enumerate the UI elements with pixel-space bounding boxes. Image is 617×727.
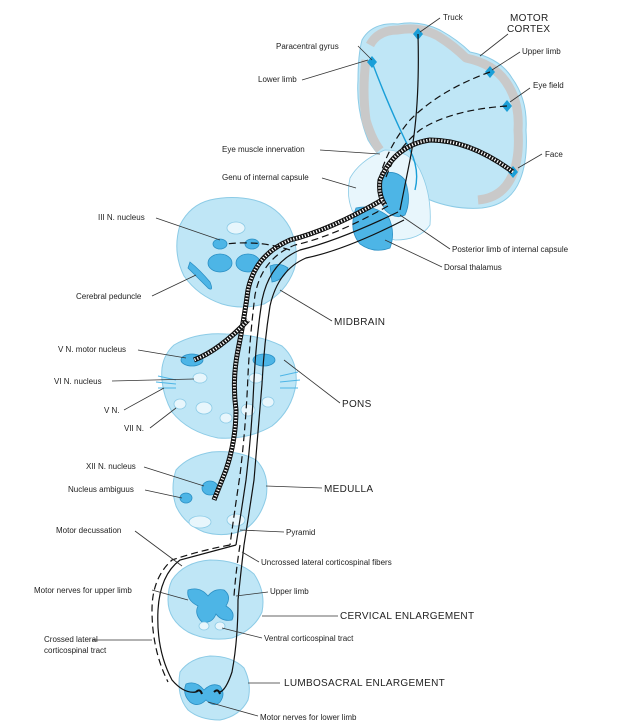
label-lower-limb: Lower limb <box>258 75 297 84</box>
label-ventral-corticospinal: Ventral corticospinal tract <box>264 634 354 643</box>
label-nucleus-ambiguus: Nucleus ambiguus <box>68 485 134 494</box>
label-v-nerve: V N. <box>104 406 120 415</box>
label-v-motor-nucleus: V N. motor nucleus <box>58 345 126 354</box>
pons-section <box>155 333 301 439</box>
label-medulla: MEDULLA <box>324 484 373 495</box>
label-iii-nucleus: III N. nucleus <box>98 213 145 222</box>
label-paracentral-gyrus: Paracentral gyrus <box>276 42 339 51</box>
label-xii-nucleus: XII N. nucleus <box>86 462 136 471</box>
label-genu: Genu of internal capsule <box>222 173 309 182</box>
label-dorsal-thalamus: Dorsal thalamus <box>444 263 502 272</box>
cortical-fibers <box>371 33 515 211</box>
label-upper-limb-cortex: Upper limb <box>522 47 561 56</box>
medulla-section <box>172 451 268 536</box>
label-motor-nerves-lower: Motor nerves for lower limb <box>260 713 357 722</box>
label-cerebral-peduncle: Cerebral peduncle <box>76 292 142 301</box>
label-lumbosacral-enlargement: LUMBOSACRAL ENLARGEMENT <box>284 678 445 689</box>
label-pons: PONS <box>342 399 372 410</box>
label-eye-muscle-innervation: Eye muscle innervation <box>222 145 305 154</box>
descending-tracts <box>151 197 405 693</box>
label-posterior-limb: Posterior limb of internal capsule <box>452 245 569 254</box>
label-motor-decussation: Motor decussation <box>56 526 121 535</box>
label-face: Face <box>545 150 563 159</box>
label-vi-nucleus: VI N. nucleus <box>54 377 102 386</box>
midbrain-section <box>176 197 297 308</box>
label-cervical-enlargement: CERVICAL ENLARGEMENT <box>340 611 474 622</box>
labels: Truck MOTOR CORTEX Paracentral gyrus Upp… <box>34 13 569 722</box>
label-truck: Truck <box>443 13 464 22</box>
label-vii-nerve: VII N. <box>124 424 144 433</box>
leader-lines <box>92 17 543 717</box>
label-crossed-lateral-1: Crossed lateral <box>44 635 98 644</box>
label-crossed-lateral-2: corticospinal tract <box>44 646 107 655</box>
cervical-cord-section <box>167 559 264 640</box>
label-uncrossed-lateral: Uncrossed lateral corticospinal fibers <box>261 558 392 567</box>
label-eye-field: Eye field <box>533 81 564 90</box>
label-midbrain: MIDBRAIN <box>334 317 385 328</box>
label-upper-limb-cord: Upper limb <box>270 587 309 596</box>
label-motor-nerves-upper: Motor nerves for upper limb <box>34 586 132 595</box>
label-pyramid: Pyramid <box>286 528 315 537</box>
label-motor-cortex-1: MOTOR <box>510 13 549 24</box>
label-motor-cortex-2: CORTEX <box>507 24 550 35</box>
